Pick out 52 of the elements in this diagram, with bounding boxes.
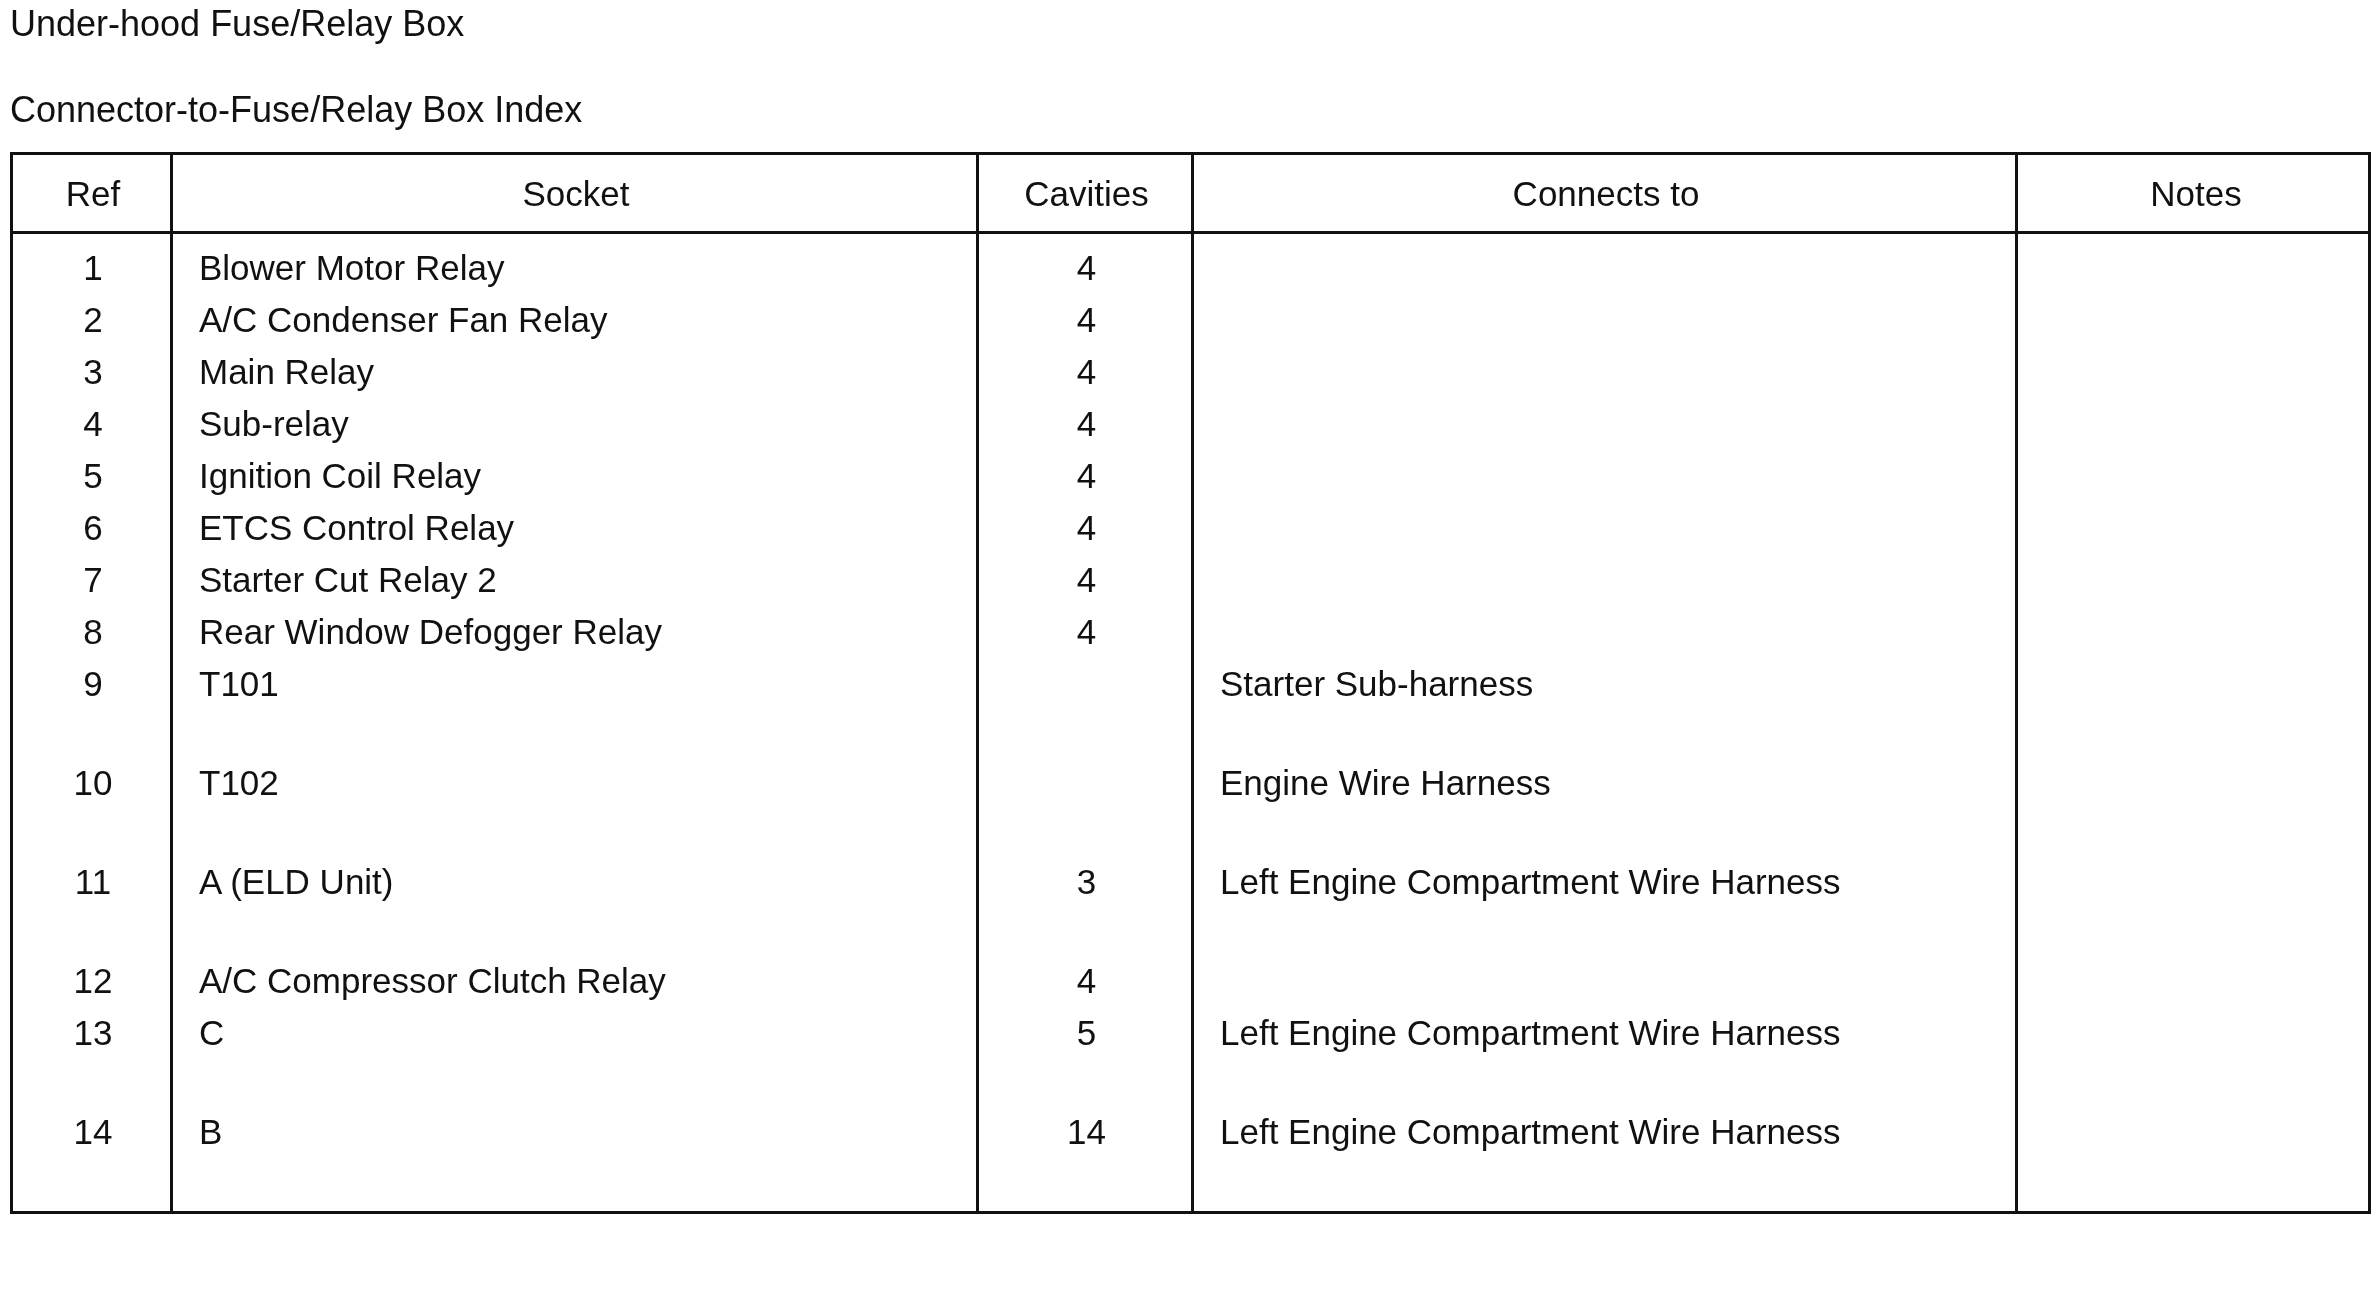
socket-name: A/C Condenser Fan Relay	[199, 299, 608, 341]
cavity-count: 4	[1076, 247, 1097, 289]
column-header: Cavities	[1024, 172, 1149, 215]
cavity-count: 14	[1067, 1111, 1106, 1153]
cavity-count: 4	[1076, 455, 1097, 497]
ref-number: 9	[83, 663, 103, 705]
ref-number: 2	[83, 299, 103, 341]
ref-number: 3	[83, 351, 103, 393]
socket-name: Starter Cut Relay 2	[199, 559, 497, 601]
cavity-count: 4	[1076, 299, 1097, 341]
connection-name: Left Engine Compartment Wire Harness	[1220, 1012, 1841, 1054]
socket-name: Main Relay	[199, 351, 375, 393]
cavity-count: 4	[1076, 403, 1097, 445]
socket-name: A/C Compressor Clutch Relay	[199, 960, 666, 1002]
column-header: Socket	[522, 172, 630, 215]
socket-name: Sub-relay	[199, 403, 349, 445]
connection-name: Left Engine Compartment Wire Harness	[1220, 1111, 1841, 1153]
socket-name: T101	[199, 663, 279, 705]
cavity-count: 4	[1076, 351, 1097, 393]
socket-name: A (ELD Unit)	[199, 861, 394, 903]
socket-name: Ignition Coil Relay	[199, 455, 482, 497]
ref-number: 10	[73, 762, 113, 804]
ref-number: 4	[83, 403, 103, 445]
socket-name: Blower Motor Relay	[199, 247, 505, 289]
socket-name: Rear Window Defogger Relay	[199, 611, 662, 653]
ref-number: 8	[83, 611, 103, 653]
connection-name: Starter Sub-harness	[1220, 663, 1534, 705]
cavity-count: 4	[1076, 611, 1097, 653]
cavity-count: 4	[1076, 507, 1097, 549]
column-header: Ref	[65, 172, 121, 215]
socket-name: T102	[199, 762, 279, 804]
table-title: Connector-to-Fuse/Relay Box Index	[10, 88, 583, 132]
connection-name: Engine Wire Harness	[1220, 762, 1551, 804]
socket-name: ETCS Control Relay	[199, 507, 515, 549]
ref-number: 11	[74, 861, 112, 903]
ref-number: 12	[73, 960, 113, 1002]
cavity-count: 4	[1076, 559, 1097, 601]
cavity-count: 5	[1076, 1012, 1097, 1054]
connection-name: Left Engine Compartment Wire Harness	[1220, 861, 1841, 903]
ref-number: 7	[83, 559, 103, 601]
ref-number: 5	[83, 455, 103, 497]
page-title: Under-hood Fuse/Relay Box	[10, 2, 465, 46]
socket-name: B	[199, 1111, 223, 1153]
column-header: Notes	[2150, 172, 2242, 215]
cavity-count: 3	[1076, 861, 1097, 903]
ref-number: 6	[83, 507, 103, 549]
ref-number: 13	[73, 1012, 113, 1054]
ref-number: 1	[83, 247, 103, 289]
ref-number: 14	[73, 1111, 113, 1153]
cavity-count: 4	[1076, 960, 1097, 1002]
socket-name: C	[199, 1012, 225, 1054]
column-header: Connects to	[1512, 172, 1700, 215]
